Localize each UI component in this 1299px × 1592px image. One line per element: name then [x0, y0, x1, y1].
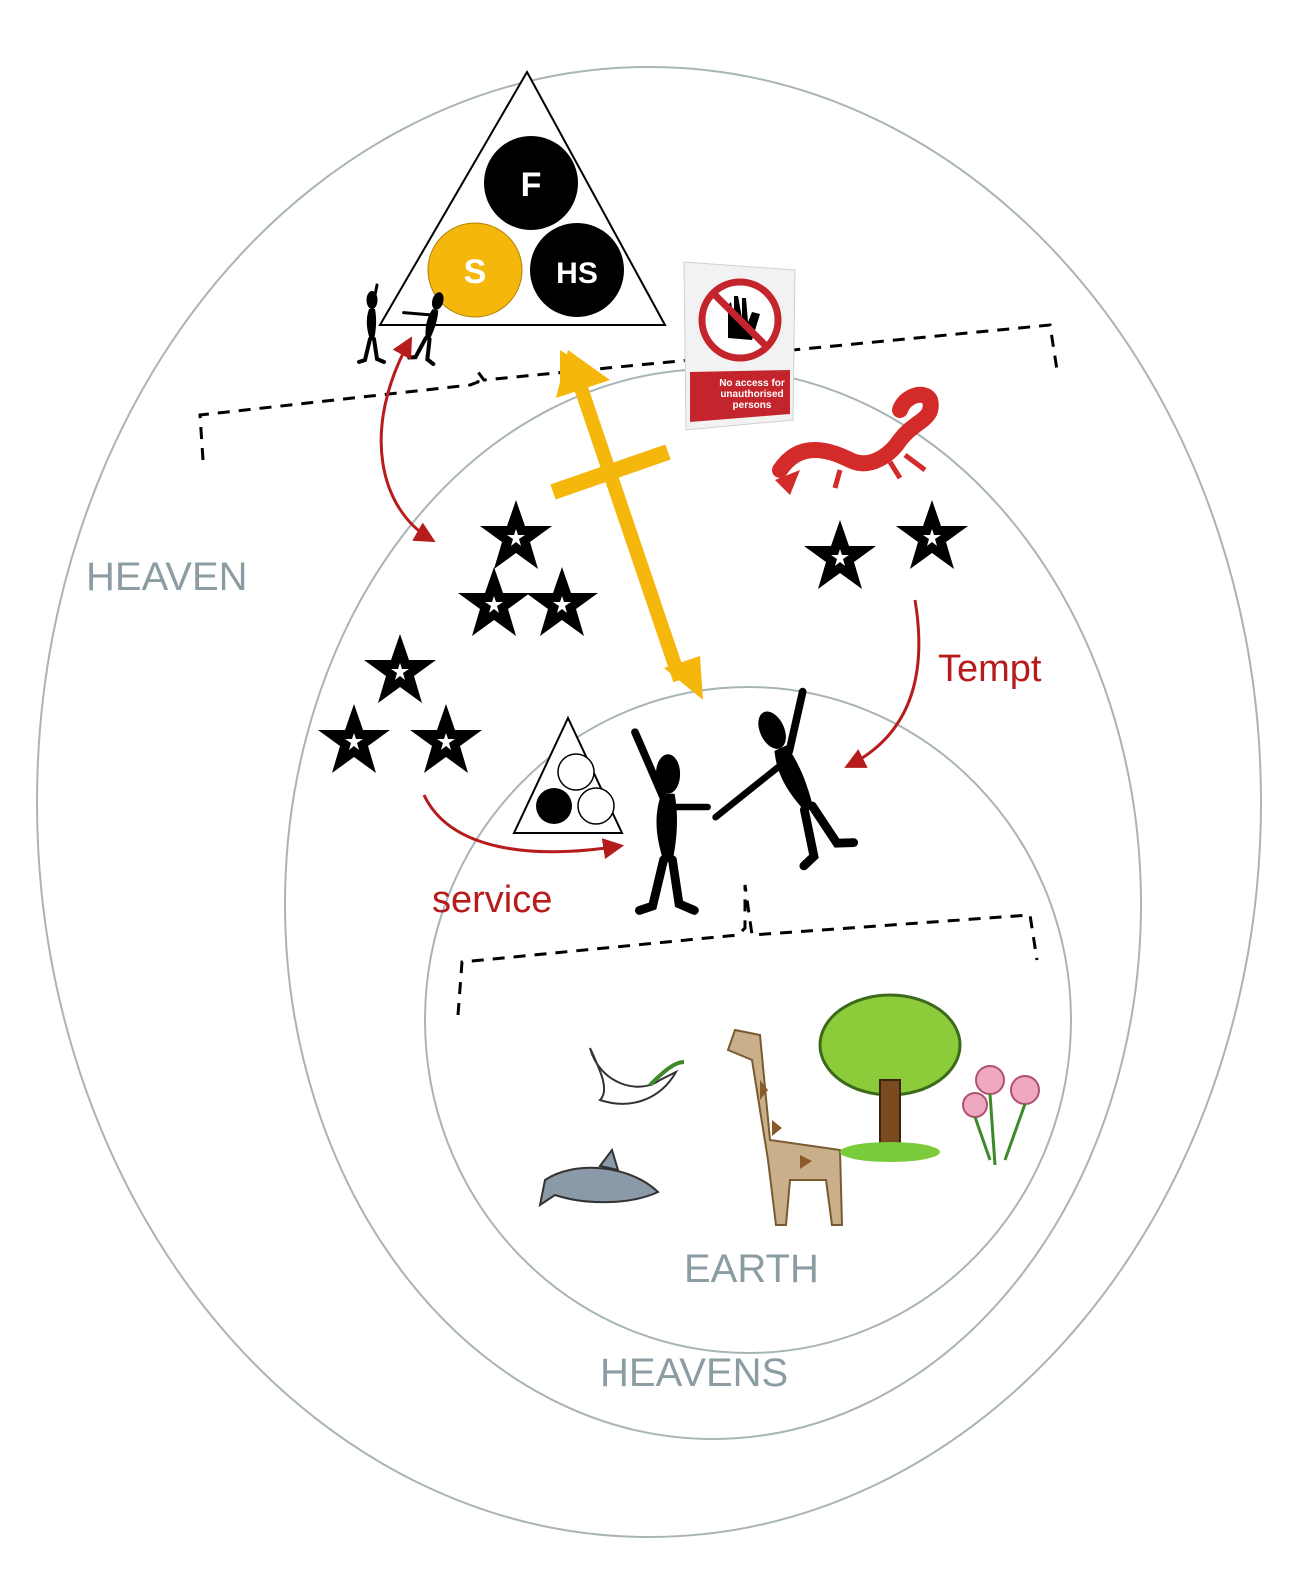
star-icon	[364, 634, 436, 703]
star-icon	[480, 500, 552, 569]
star-group-left	[318, 634, 482, 773]
earth-trinity-triangle	[512, 715, 624, 834]
tree-icon	[818, 993, 962, 1162]
heavens-label: HEAVENS	[600, 1351, 788, 1395]
earth-label: EARTH	[684, 1247, 819, 1291]
son-label: S	[464, 253, 487, 291]
stick-figure-icon	[402, 286, 454, 367]
tempt-label: Tempt	[938, 648, 1042, 690]
flower-icon	[962, 1065, 1040, 1166]
service-label: service	[432, 879, 552, 921]
heaven-label: HEAVEN	[86, 555, 248, 599]
stick-figure-icon	[631, 728, 711, 910]
star-icon	[410, 704, 482, 773]
upper-bracket	[198, 323, 1059, 461]
service-arrow	[422, 794, 625, 859]
star-icon	[526, 567, 598, 636]
father-circle	[484, 136, 578, 230]
double-arrow-throne-stars	[379, 336, 436, 543]
holy-spirit-label: HS	[556, 257, 598, 290]
lower-bracket	[456, 884, 1039, 1016]
holy-spirit-circle	[530, 223, 624, 317]
star-icon	[458, 567, 530, 636]
stick-figure-icon	[357, 283, 386, 364]
cross-arrow	[550, 350, 703, 700]
stick-figure-icon	[712, 687, 870, 891]
no-access-sign	[683, 261, 796, 431]
star-icon	[318, 704, 390, 773]
star-icon	[804, 520, 876, 589]
trinity-triangle: F S HS	[378, 69, 667, 326]
son-circle	[427, 222, 523, 318]
tempt-arrow	[844, 599, 921, 768]
no-access-sign-text: No access for unauthorised persons	[719, 378, 785, 411]
earth-ring	[424, 686, 1072, 1354]
dove-icon	[589, 1047, 685, 1105]
giraffe-icon	[726, 1028, 844, 1226]
star-group-upper-left	[458, 500, 598, 636]
heaven-ring	[36, 66, 1262, 1538]
shark-icon	[538, 1147, 660, 1208]
star-group-right	[804, 500, 968, 589]
dragon-icon	[772, 386, 939, 495]
father-label: F	[521, 166, 542, 204]
star-icon	[896, 500, 968, 569]
